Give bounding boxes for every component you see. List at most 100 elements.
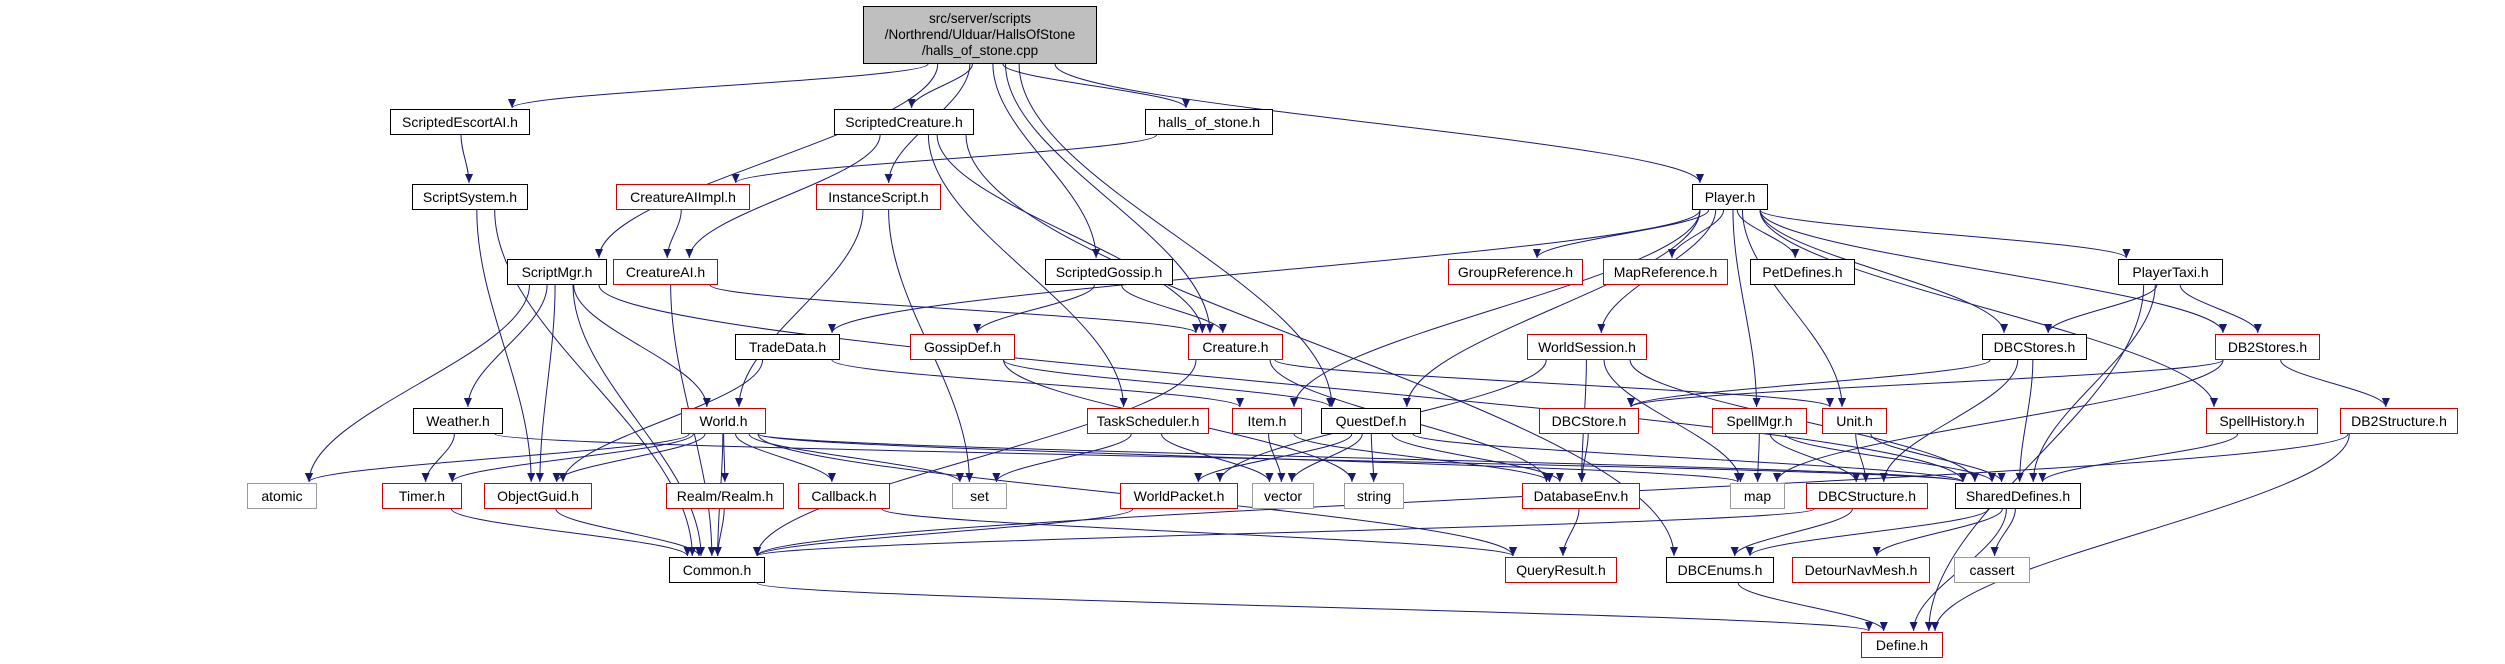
edge-realm-common	[713, 508, 725, 557]
edge-dbcstore-dbenv	[1577, 433, 1589, 483]
edge-common-define	[756, 582, 1873, 632]
edge-world-cback	[735, 433, 836, 483]
node-smgr[interactable]: ScriptMgr.h	[507, 259, 607, 285]
node-qres[interactable]: QueryResult.h	[1505, 557, 1617, 583]
node-string[interactable]: string	[1344, 483, 1404, 509]
node-set[interactable]: set	[952, 483, 1007, 509]
edge-spmgr-shdef	[1784, 433, 1997, 483]
edge-main-esc	[508, 63, 929, 109]
node-dbcenums[interactable]: DBCEnums.h	[1666, 557, 1774, 583]
edge-world-atomic	[305, 433, 690, 483]
node-db2s[interactable]: DB2Stores.h	[2215, 334, 2320, 360]
edge-qdef-vector	[1287, 433, 1363, 483]
node-item[interactable]: Item.h	[1232, 408, 1302, 434]
node-db2st[interactable]: DB2Structure.h	[2340, 408, 2458, 434]
node-wpack[interactable]: WorldPacket.h	[1120, 483, 1238, 509]
edge-main-player	[1054, 63, 1704, 184]
edge-player-ptaxi	[1759, 209, 2131, 259]
node-petd[interactable]: PetDefines.h	[1750, 259, 1855, 285]
node-cassert[interactable]: cassert	[1954, 557, 2030, 583]
node-ptaxi[interactable]: PlayerTaxi.h	[2118, 259, 2223, 285]
node-esc[interactable]: ScriptedEscortAI.h	[390, 109, 530, 135]
edge-unit-dbcstruct	[1855, 433, 1870, 483]
node-inst[interactable]: InstanceScript.h	[816, 184, 941, 210]
node-crea[interactable]: Creature.h	[1188, 334, 1283, 360]
node-oguid[interactable]: ObjectGuid.h	[484, 483, 592, 509]
node-tsched[interactable]: TaskScheduler.h	[1087, 408, 1209, 434]
edge-player-trade	[828, 209, 1701, 334]
edge-oguid-common	[555, 508, 704, 557]
node-main[interactable]: src/server/scripts /Northrend/Ulduar/Hal…	[863, 6, 1097, 64]
edge-player-petd	[1736, 209, 1800, 259]
edge-unit-shdef	[1870, 433, 2006, 483]
edge-player-dbcs	[1759, 209, 2009, 334]
node-player[interactable]: Player.h	[1692, 184, 1768, 210]
edge-ptaxi-define	[1924, 284, 2145, 632]
node-trade[interactable]: TradeData.h	[735, 334, 840, 360]
node-detour[interactable]: DetourNavMesh.h	[1792, 557, 1930, 583]
edge-ptaxi-shdef	[2029, 284, 2156, 483]
edge-player-sphist	[1759, 209, 2218, 408]
edge-player-db2s	[1759, 209, 2227, 334]
node-dbcstore[interactable]: DBCStore.h	[1539, 408, 1639, 434]
edge-dbenv-qres	[1558, 508, 1580, 557]
node-gref[interactable]: GroupReference.h	[1448, 259, 1583, 285]
node-sphist[interactable]: SpellHistory.h	[2206, 408, 2318, 434]
edge-main-crea	[1005, 63, 1214, 334]
node-world[interactable]: World.h	[681, 408, 766, 434]
node-atomic[interactable]: atomic	[247, 483, 317, 509]
edge-dbcs-dbcstore	[1627, 359, 1991, 408]
edge-trade-oguid	[558, 359, 764, 483]
edge-ptaxi-db2s	[2179, 284, 2262, 334]
node-define[interactable]: Define.h	[1861, 632, 1943, 658]
node-weath[interactable]: Weather.h	[413, 408, 503, 434]
edge-tsched-vector	[1161, 433, 1274, 483]
edge-scr-cai	[685, 134, 881, 259]
edge-cai-crea	[709, 284, 1200, 334]
edge-shdef-detour	[1872, 508, 2003, 557]
edge-cback-qres	[881, 508, 1517, 557]
edge-weath-shdef	[494, 433, 1967, 483]
node-cai[interactable]: CreatureAI.h	[613, 259, 718, 285]
node-vector[interactable]: vector	[1252, 483, 1314, 509]
edge-db2st-define	[1931, 433, 2350, 632]
node-spmgr[interactable]: SpellMgr.h	[1712, 408, 1807, 434]
edge-player-qdef	[1402, 209, 1701, 408]
edge-db2s-db2st	[2280, 359, 2390, 408]
node-mref[interactable]: MapReference.h	[1603, 259, 1728, 285]
edge-dbcstruct-common	[753, 508, 1815, 557]
node-shdef[interactable]: SharedDefines.h	[1955, 483, 2081, 509]
node-wsess[interactable]: WorldSession.h	[1527, 334, 1647, 360]
node-aiimpl[interactable]: CreatureAIImpl.h	[616, 184, 750, 210]
edge-world-realm	[720, 433, 729, 483]
node-dbcs[interactable]: DBCStores.h	[1982, 334, 2087, 360]
node-gdef[interactable]: GossipDef.h	[910, 334, 1015, 360]
edge-smgr-world	[573, 284, 711, 408]
edge-main-hos	[1002, 63, 1191, 109]
edge-qdef-wpack	[1194, 433, 1353, 483]
edge-player-item	[1290, 209, 1701, 408]
edge-tsched-set	[992, 433, 1132, 483]
node-common[interactable]: Common.h	[669, 557, 765, 583]
node-dbenv[interactable]: DatabaseEnv.h	[1522, 483, 1640, 509]
node-realm[interactable]: Realm/Realm.h	[666, 483, 784, 509]
edge-smgr-oguid	[535, 284, 556, 483]
node-timer[interactable]: Timer.h	[382, 483, 462, 509]
edge-world-shdef	[757, 433, 1967, 483]
node-unit[interactable]: Unit.h	[1822, 408, 1887, 434]
node-hos[interactable]: halls_of_stone.h	[1145, 109, 1273, 135]
node-ssys[interactable]: ScriptSystem.h	[412, 184, 528, 210]
edge-inst-world	[734, 209, 864, 408]
node-map[interactable]: map	[1730, 483, 1785, 509]
node-qdef[interactable]: QuestDef.h	[1321, 408, 1421, 434]
node-sgos[interactable]: ScriptedGossip.h	[1045, 259, 1173, 285]
edge-dbcs-shdef	[2015, 359, 2034, 483]
node-scr[interactable]: ScriptedCreature.h	[834, 109, 974, 135]
node-dbcstruct[interactable]: DBCStructure.h	[1806, 483, 1928, 509]
edge-ptaxi-dbcs	[2044, 284, 2158, 334]
edge-main-qdef	[1018, 63, 1336, 408]
node-cback[interactable]: Callback.h	[798, 483, 890, 509]
edge-shdef-cassert	[1990, 508, 2016, 557]
